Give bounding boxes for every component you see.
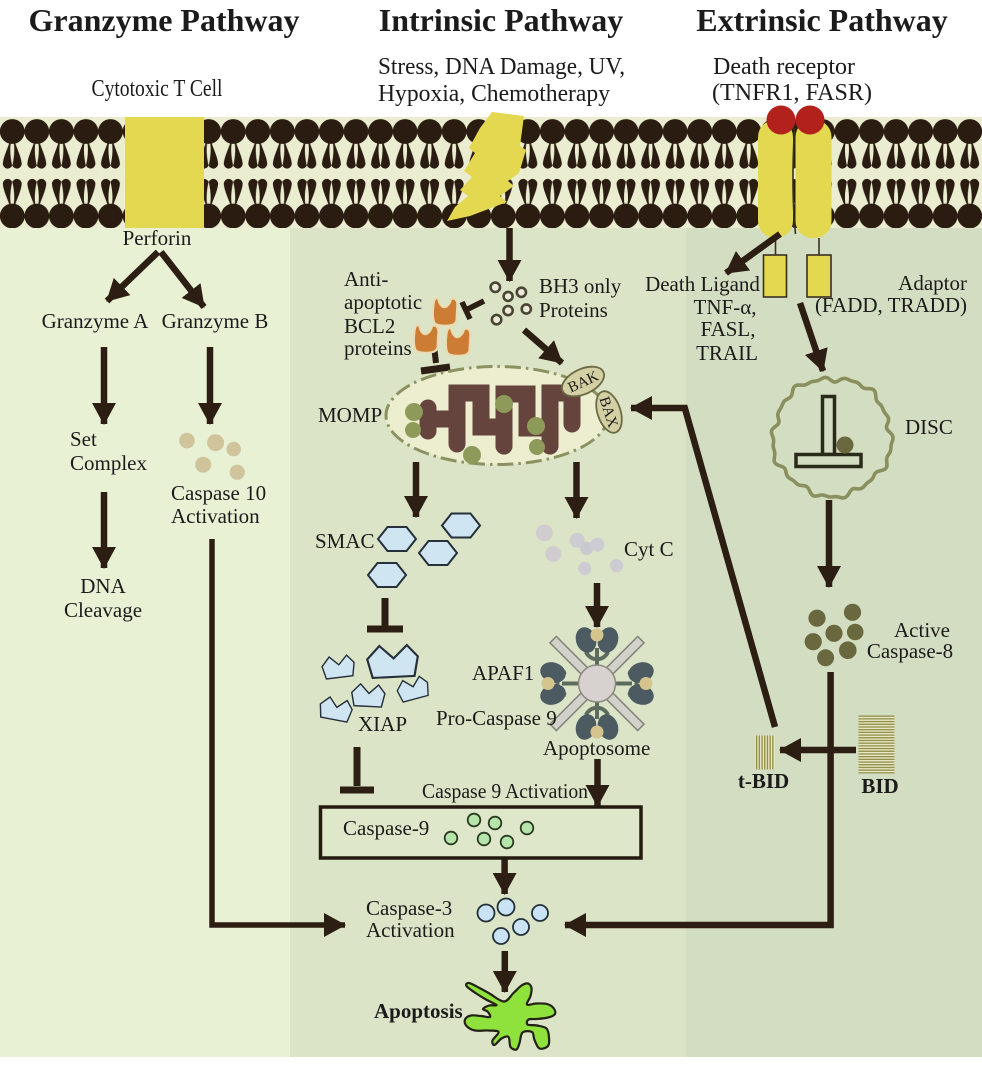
svg-text:Cytotoxic T Cell: Cytotoxic T Cell (92, 76, 223, 102)
svg-text:Apoptosis: Apoptosis (374, 999, 463, 1023)
svg-text:BH3 only: BH3 only (539, 274, 622, 298)
svg-text:TNF-α,: TNF-α, (694, 295, 757, 319)
svg-text:DNA: DNA (80, 574, 126, 598)
svg-text:XIAP: XIAP (358, 712, 407, 736)
svg-text:Granzyme B: Granzyme B (162, 309, 269, 333)
svg-text:(TNFR1, FASR): (TNFR1, FASR) (712, 80, 872, 106)
svg-text:DISC: DISC (905, 415, 953, 439)
svg-text:SMAC: SMAC (315, 529, 375, 553)
svg-text:Cyt C: Cyt C (624, 537, 674, 561)
svg-text:Anti-: Anti- (344, 267, 388, 291)
svg-text:Pro-Caspase 9: Pro-Caspase 9 (436, 706, 557, 730)
svg-text:MOMP: MOMP (318, 403, 382, 427)
svg-text:Activation: Activation (366, 918, 455, 942)
svg-text:Active: Active (894, 618, 950, 642)
svg-text:Caspase-8: Caspase-8 (867, 639, 953, 663)
svg-text:Set: Set (70, 427, 97, 451)
svg-text:BCL2: BCL2 (344, 314, 395, 338)
svg-text:Complex: Complex (70, 451, 147, 475)
svg-text:proteins: proteins (344, 336, 412, 360)
svg-text:Granzyme A: Granzyme A (42, 309, 150, 333)
svg-text:FASL,: FASL, (700, 317, 755, 341)
svg-text:TRAIL: TRAIL (696, 341, 758, 365)
svg-text:Proteins: Proteins (539, 298, 608, 322)
svg-text:Death receptor: Death receptor (713, 54, 855, 80)
svg-text:Apoptosome: Apoptosome (543, 736, 650, 760)
svg-text:APAF1: APAF1 (472, 661, 534, 685)
svg-text:BID: BID (861, 774, 898, 798)
svg-text:Cleavage: Cleavage (64, 598, 142, 622)
svg-text:Caspase-9: Caspase-9 (343, 816, 429, 840)
svg-text:Adaptor: Adaptor (898, 271, 967, 295)
svg-text:Activation: Activation (171, 504, 260, 528)
svg-text:Caspase-3: Caspase-3 (366, 896, 452, 920)
svg-text:Caspase 10: Caspase 10 (171, 481, 266, 505)
svg-text:(FADD, TRADD): (FADD, TRADD) (815, 293, 967, 317)
svg-text:Caspase 9 Activation: Caspase 9 Activation (422, 779, 588, 803)
svg-text:Death Ligand: Death Ligand (645, 272, 760, 296)
svg-text:Stress, DNA Damage, UV,: Stress, DNA Damage, UV, (378, 54, 625, 80)
svg-text:apoptotic: apoptotic (344, 290, 422, 314)
svg-text:Perforin: Perforin (123, 226, 192, 250)
svg-text:Intrinsic Pathway: Intrinsic Pathway (379, 2, 623, 38)
svg-text:Hypoxia, Chemotherapy: Hypoxia, Chemotherapy (378, 81, 610, 107)
svg-text:t-BID: t-BID (738, 769, 789, 793)
svg-text:Granzyme Pathway: Granzyme Pathway (28, 2, 299, 38)
svg-text:Extrinsic Pathway: Extrinsic Pathway (696, 2, 948, 38)
